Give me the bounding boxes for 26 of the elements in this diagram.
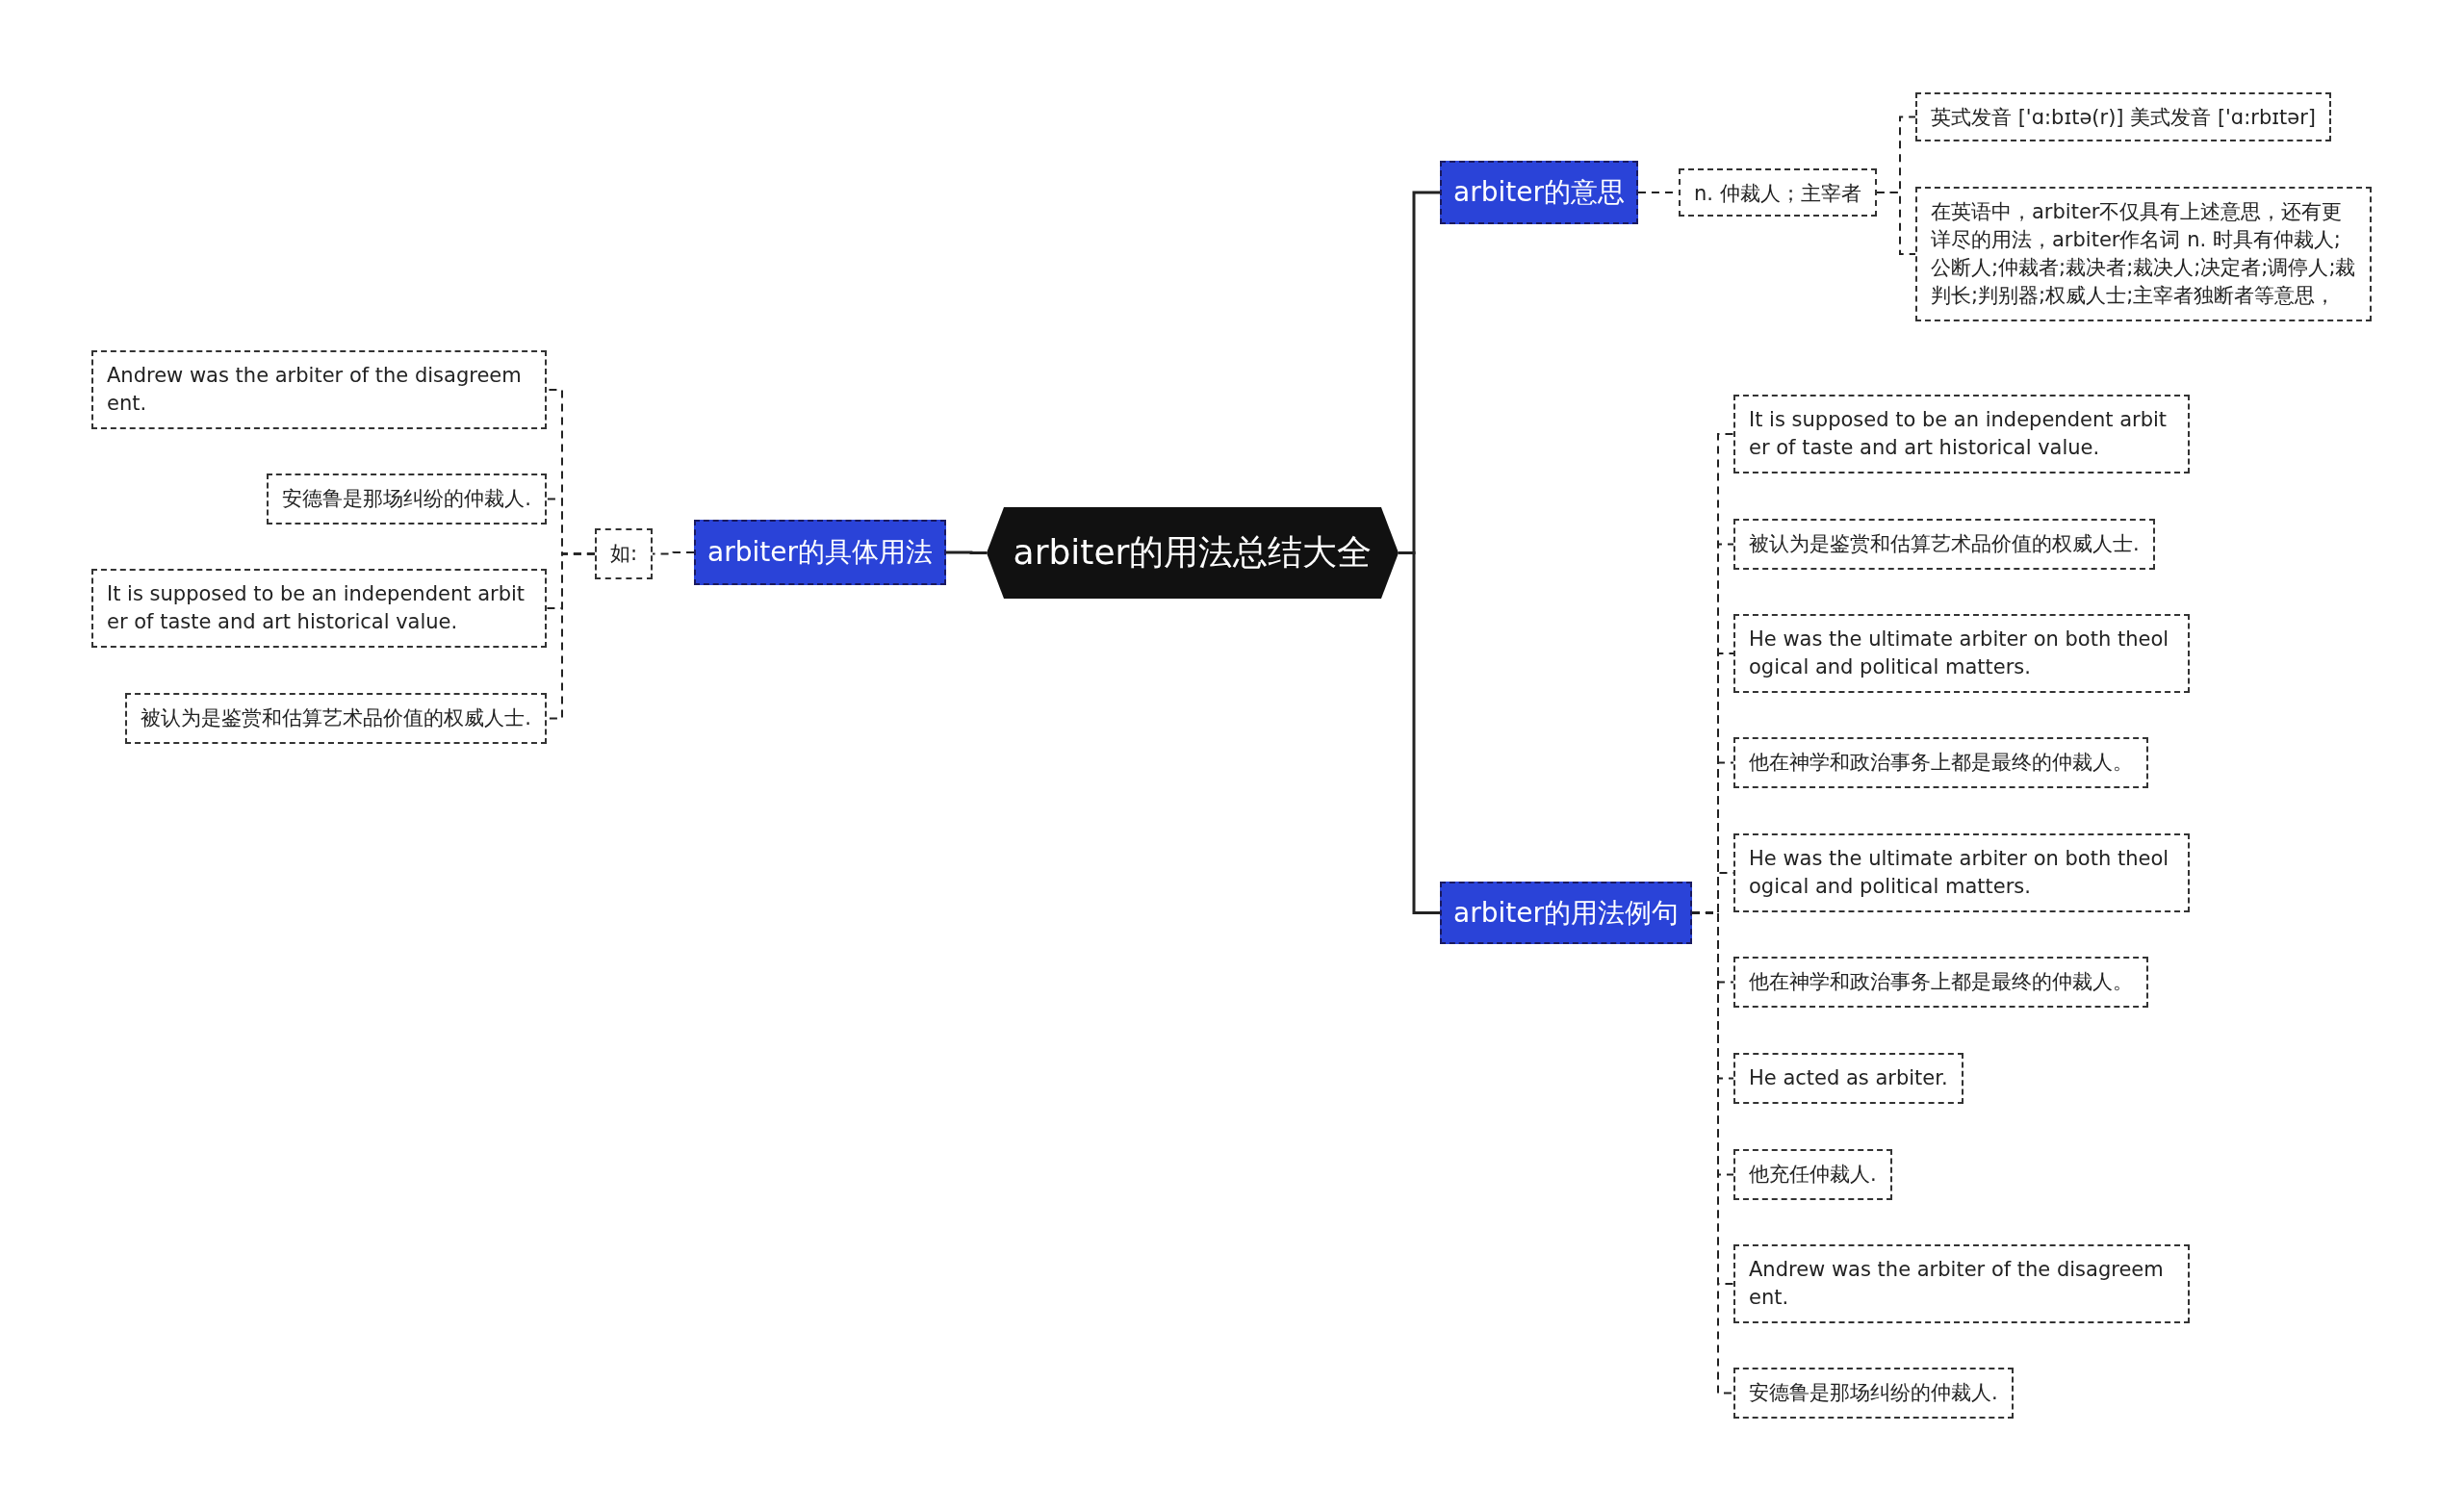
topic-box: It is supposed to be an independent arbiter of taste and art historical value. [91, 569, 547, 648]
connector-line [1875, 192, 1916, 255]
topic-box: 他在神学和政治事务上都是最终的仲裁人。 [1733, 737, 2148, 788]
topic-box: 安德鲁是那场纠纷的仲裁人. [267, 473, 547, 525]
connector-line [1399, 551, 1440, 914]
topic-box: n. 仲裁人；主宰者 [1679, 168, 1877, 217]
topic-box: 在英语中，arbiter不仅具有上述意思，还有更详尽的用法，arbiter作名词 n. 时具有仲裁人;公断人;仲裁者;裁决者;裁决人;决定者;调停人;裁判长;判别器;权威人士;主宰者独断者等意思， [1915, 187, 2372, 321]
topic-box: 他充任仲裁人. [1733, 1149, 1892, 1200]
branch-topic: arbiter的意思 [1440, 161, 1638, 224]
branch-topic: arbiter的具体用法 [694, 520, 946, 585]
topic-box: Andrew was the arbiter of the disagreement. [91, 350, 547, 429]
topic-box: He was the ultimate arbiter on both theological and political matters. [1733, 833, 2190, 912]
topic-box: He was the ultimate arbiter on both theological and political matters. [1733, 614, 2190, 693]
connector-line [652, 551, 696, 555]
topic-box: 他在神学和政治事务上都是最终的仲裁人。 [1733, 957, 2148, 1008]
topic-box: He acted as arbiter. [1733, 1053, 1964, 1104]
topic-box: Andrew was the arbiter of the disagreement. [1733, 1244, 2190, 1323]
topic-box: 如: [594, 528, 653, 579]
central-topic: arbiter的用法总结大全 [987, 507, 1399, 599]
topic-box: 被认为是鉴赏和估算艺术品价值的权威人士. [125, 693, 547, 744]
branch-topic: arbiter的用法例句 [1440, 882, 1692, 944]
connector-line [946, 550, 987, 554]
topic-box: 安德鲁是那场纠纷的仲裁人. [1733, 1368, 2014, 1419]
topic-box: It is supposed to be an independent arbiter of taste and art historical value. [1733, 395, 2190, 473]
topic-box: 英式发音 ['ɑ:bɪtə(r)] 美式发音 ['ɑ:rbɪtər] [1915, 92, 2331, 141]
topic-box: 被认为是鉴赏和估算艺术品价值的权威人士. [1733, 519, 2155, 570]
